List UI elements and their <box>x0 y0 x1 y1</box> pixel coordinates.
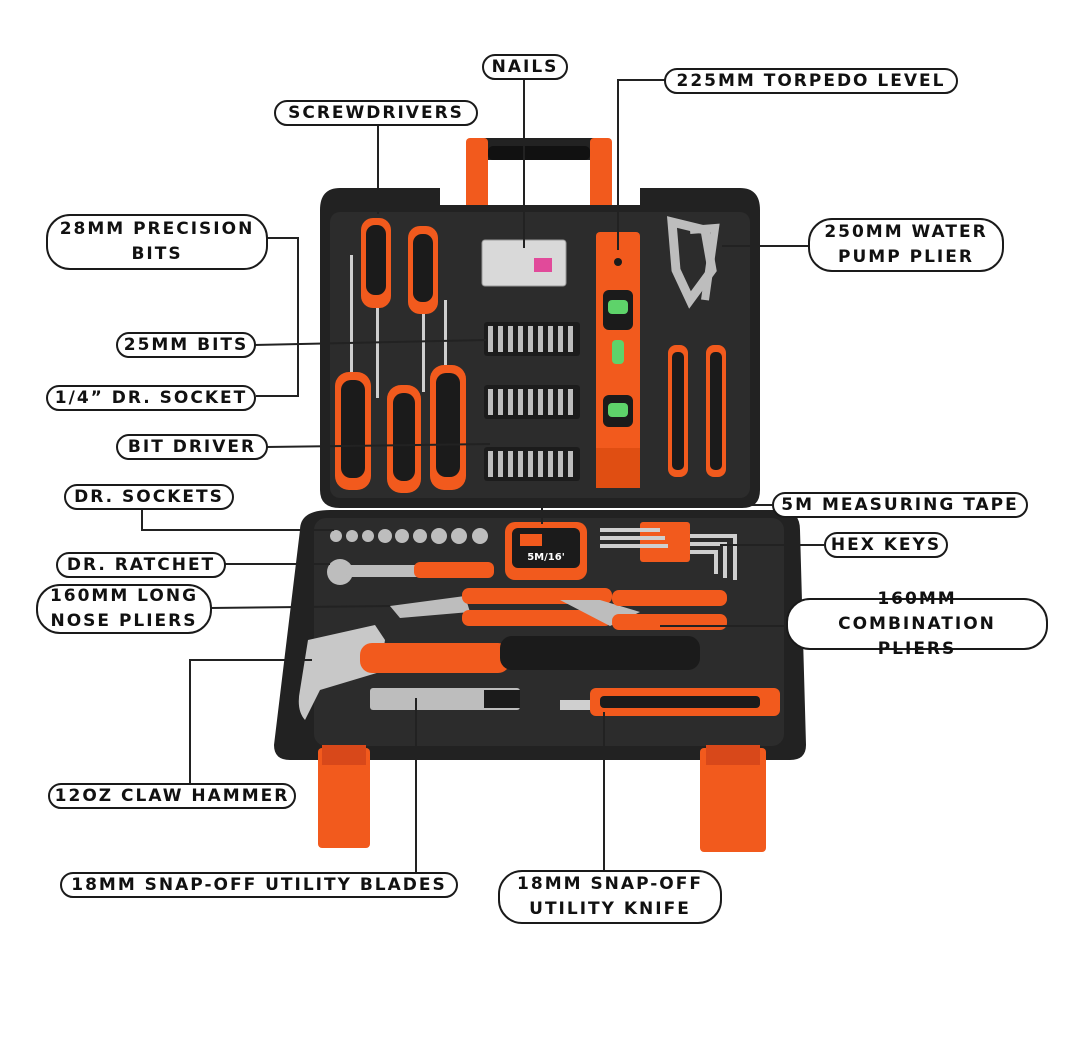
leader-hammer <box>189 659 312 788</box>
tape-marking: 5M/16' <box>527 552 565 563</box>
callout-claw-hammer: 12OZ CLAW HAMMER <box>48 783 296 809</box>
callout-utility-blades: 18MM SNAP-OFF UTILITY BLADES <box>60 872 458 898</box>
pliers-pair <box>390 588 727 630</box>
callout-dr-sockets: DR. SOCKETS <box>64 484 234 510</box>
bit-racks <box>484 322 580 481</box>
leader-tape <box>541 504 772 524</box>
case-lid <box>320 138 760 508</box>
utility-knife <box>560 688 780 716</box>
water-pump-plier <box>666 216 726 477</box>
callout-screwdrivers: SCREWDRIVERS <box>274 100 478 126</box>
case-latches <box>318 745 766 852</box>
blade-pack <box>370 688 520 710</box>
leader-25mm-bits <box>253 339 487 346</box>
leader-sockets <box>141 508 334 531</box>
callout-dr-ratchet: DR. RATCHET <box>56 552 226 578</box>
handle-clip-right <box>590 138 612 210</box>
leader-precision-bits <box>256 237 299 397</box>
leader-bit-driver <box>265 443 491 448</box>
callout-25mm-bits: 25MM BITS <box>116 332 256 358</box>
leader-long-nose <box>209 605 391 609</box>
callout-measuring-tape: 5M MEASURING TAPE <box>772 492 1028 518</box>
socket-row <box>330 528 488 544</box>
leader-torpedo <box>617 79 668 250</box>
callout-hex-keys: HEX KEYS <box>824 532 948 558</box>
screwdriver-set <box>335 218 466 493</box>
case-base: 5M/16' <box>274 510 806 852</box>
callout-bit-driver: BIT DRIVER <box>116 434 268 460</box>
handle-clip-left <box>466 138 488 210</box>
callout-utility-knife: 18MM SNAP-OFF UTILITY KNIFE <box>498 870 722 924</box>
ratchet <box>327 559 494 585</box>
callout-precision-bits: 28MM PRECISION BITS <box>46 214 268 270</box>
torpedo-level <box>596 232 640 488</box>
callout-torpedo-level: 225MM TORPEDO LEVEL <box>664 68 958 94</box>
callout-combination-pliers: 160MM COMBINATION PLIERS <box>786 589 1048 659</box>
measuring-tape: 5M/16' <box>505 522 587 580</box>
hex-key-set <box>600 522 737 580</box>
callout-nails: NAILS <box>482 54 568 80</box>
leader-lines <box>141 78 824 872</box>
callout-quarter-socket: 1/4” DR. SOCKET <box>46 385 256 411</box>
callout-water-pump-plier: 250MM WATER PUMP PLIER <box>808 218 1004 272</box>
claw-hammer <box>298 625 700 720</box>
callout-long-nose-pliers: 160MM LONG NOSE PLIERS <box>36 584 212 634</box>
